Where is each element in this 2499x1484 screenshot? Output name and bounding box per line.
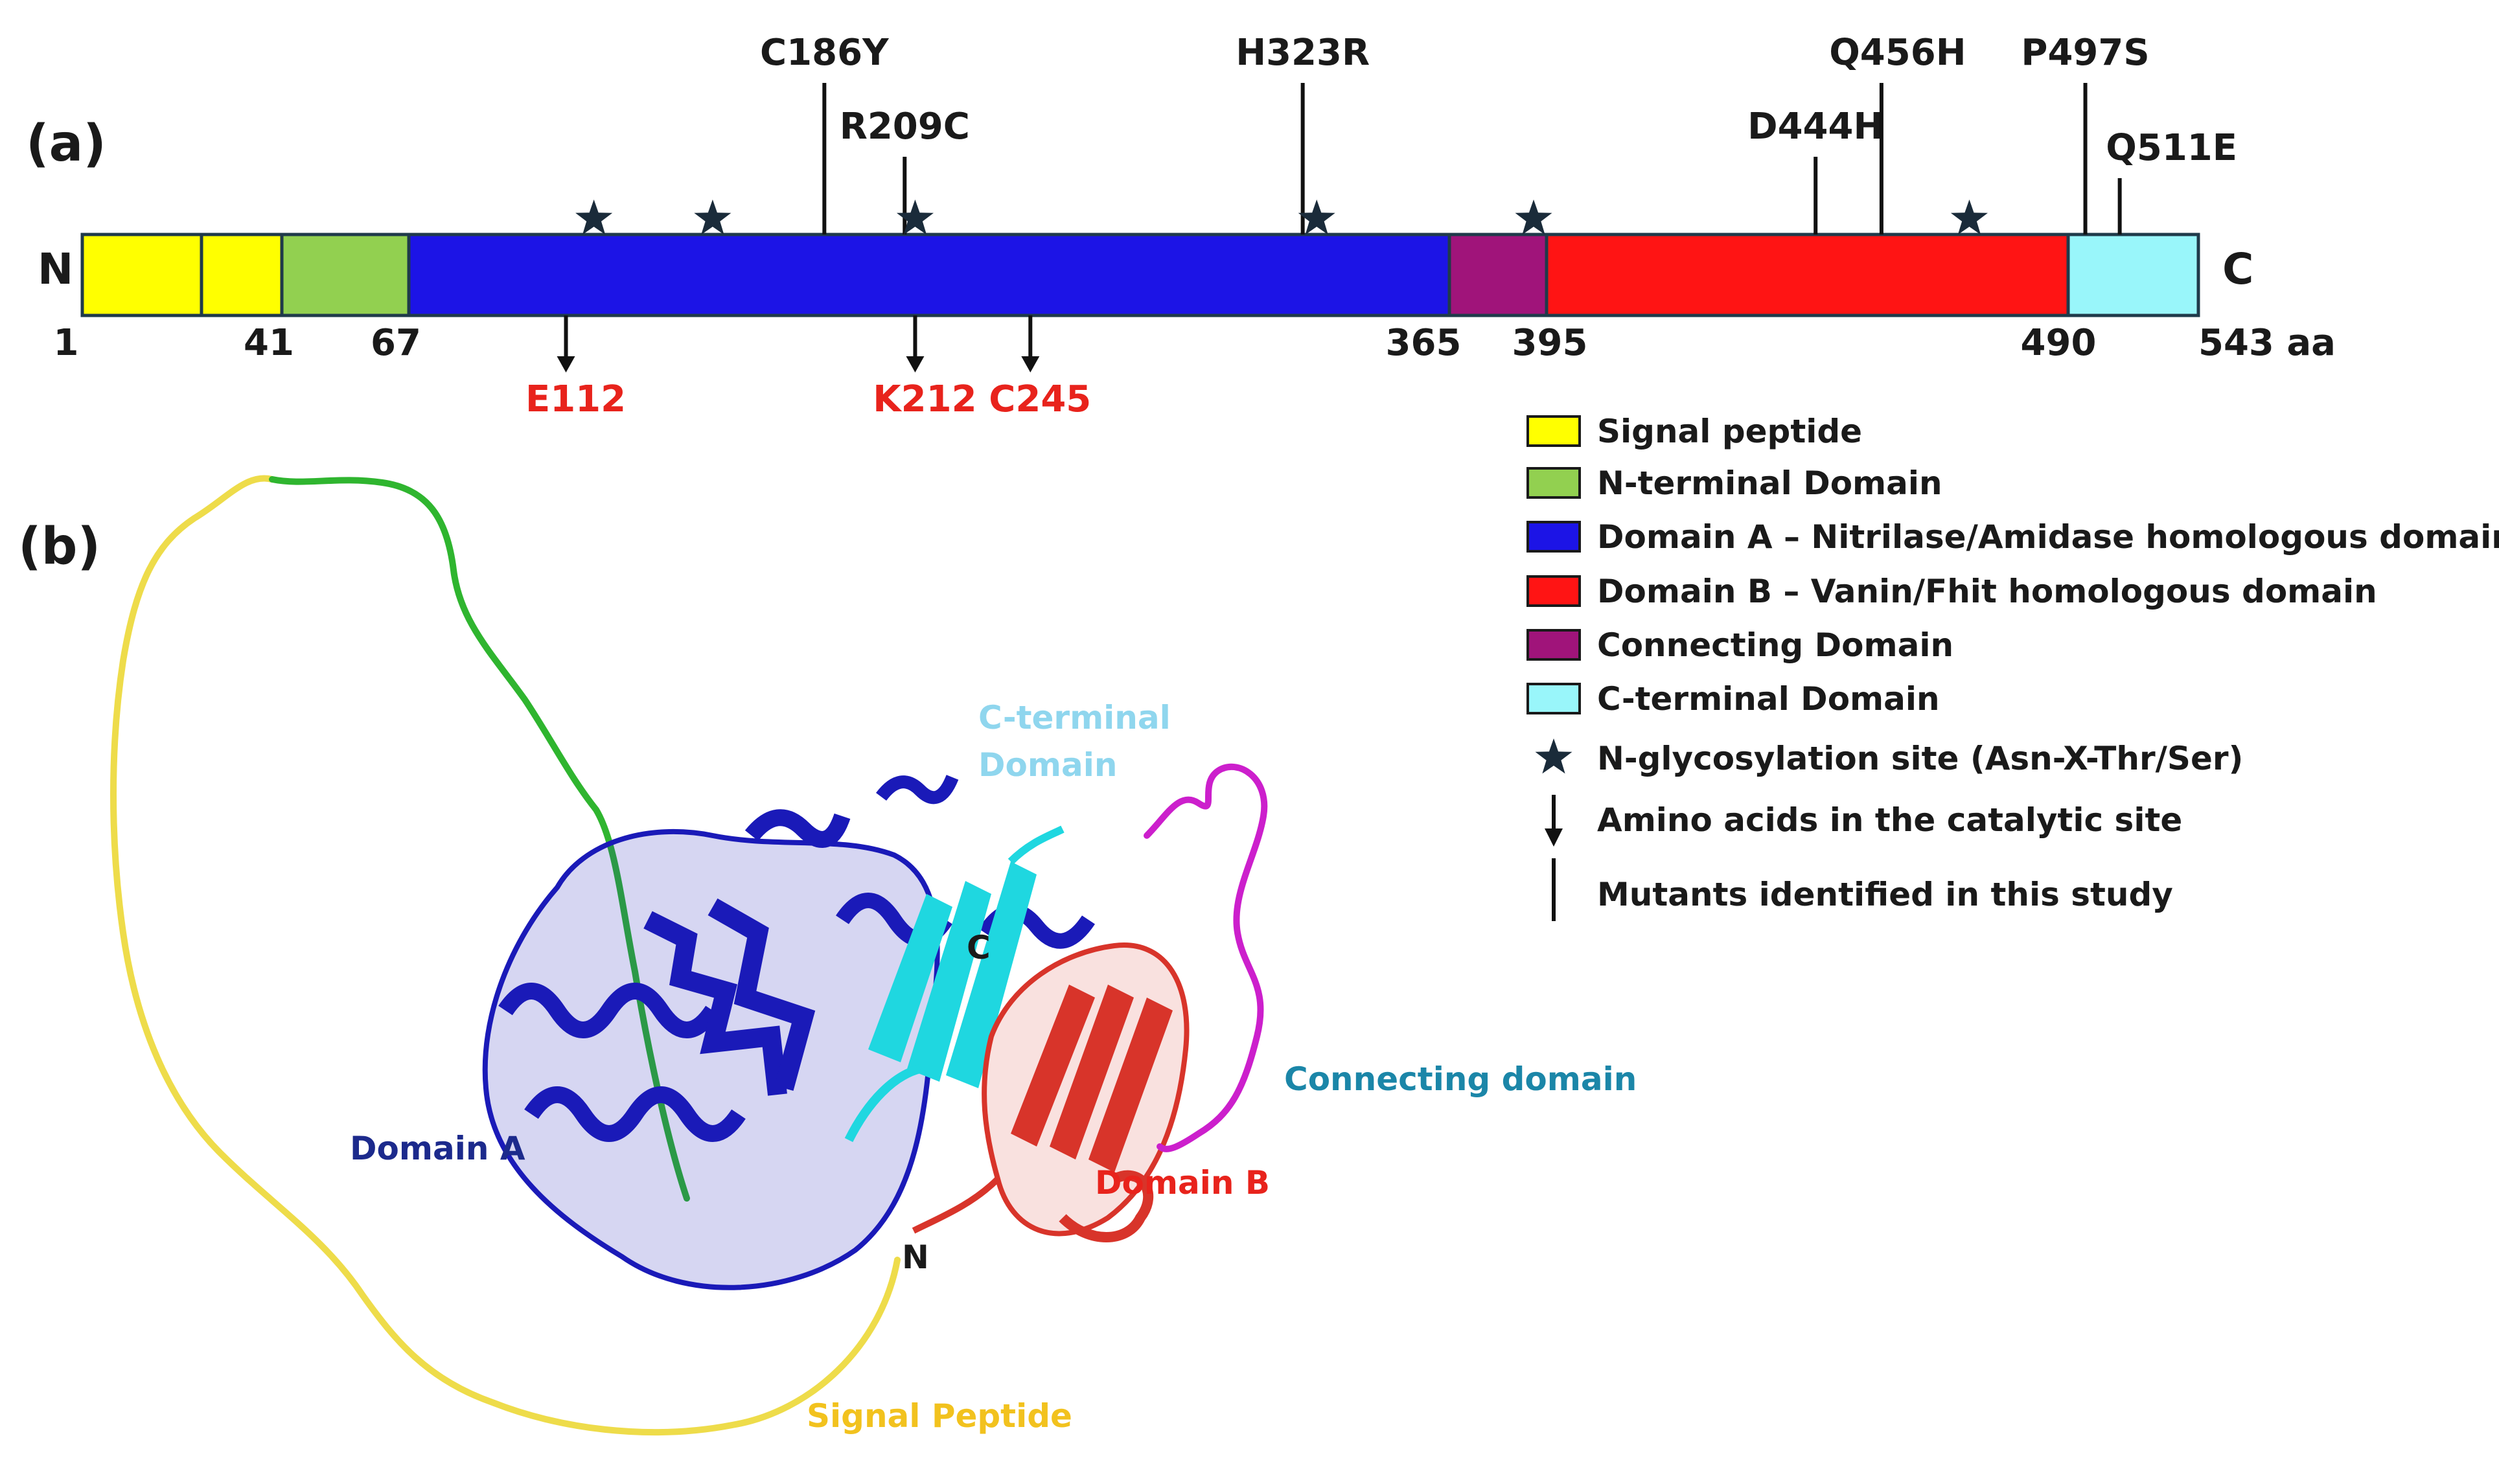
n-terminus-label: N bbox=[38, 244, 73, 294]
catalytic-site-label: C245 bbox=[989, 378, 1091, 420]
glycosylation-markers bbox=[575, 200, 1988, 235]
glycosylation-star bbox=[1515, 200, 1552, 235]
position-label: 490 bbox=[2021, 322, 2097, 364]
domain-segment bbox=[2066, 233, 2200, 317]
domain-segment bbox=[80, 233, 284, 317]
mutant-label: C186Y bbox=[760, 32, 890, 74]
connecting-domain-ribbon bbox=[1144, 763, 1268, 1152]
position-label: 395 bbox=[1512, 322, 1588, 364]
domain-bar bbox=[80, 233, 2200, 317]
panel-b-structure: (b) bbox=[18, 475, 1637, 1436]
legend-label: Connecting Domain bbox=[1597, 626, 1953, 664]
legend-label: Amino acids in the catalytic site bbox=[1597, 801, 2182, 839]
position-label: 1 bbox=[54, 322, 79, 364]
legend-label: Domain B – Vanin/Fhit homologous domain bbox=[1597, 573, 2377, 610]
connecting-domain-label: Connecting domain bbox=[1284, 1060, 1637, 1098]
c-terminal-domain-label-line1: C-terminal bbox=[978, 699, 1171, 736]
legend-swatch bbox=[1526, 415, 1581, 447]
glycosylation-star bbox=[694, 200, 731, 235]
position-label: 543 aa bbox=[2198, 322, 2336, 364]
mutant-markers: C186Y R209C H323R D444H Q456H P497S Q511E bbox=[760, 32, 2237, 234]
catalytic-site-label: E112 bbox=[525, 378, 626, 420]
domain-a-structure bbox=[482, 775, 1095, 1290]
c-terminus-label: C bbox=[2222, 244, 2253, 294]
domain-segment bbox=[1447, 233, 1549, 317]
catalytic-arrow-head bbox=[1021, 356, 1040, 372]
catalytic-arrow-head bbox=[906, 356, 925, 372]
structure-n-terminus-label: N bbox=[902, 1239, 929, 1276]
legend-arrow-head bbox=[1545, 828, 1563, 847]
legend-swatch bbox=[1526, 683, 1581, 714]
legend-label: C-terminal Domain bbox=[1597, 680, 1940, 718]
legend-swatch bbox=[1526, 575, 1581, 607]
mutant-label: R209C bbox=[840, 106, 970, 148]
c-terminal-domain-structure bbox=[844, 825, 1065, 1143]
glycosylation-star bbox=[896, 200, 934, 235]
legend-label: N-glycosylation site (Asn-X-Thr/Ser) bbox=[1597, 740, 2243, 777]
panel-a-label: (a) bbox=[26, 115, 106, 173]
glycosylation-star bbox=[1950, 200, 1988, 235]
mutant-label: D444H bbox=[1747, 106, 1883, 148]
panel-b-label: (b) bbox=[18, 518, 100, 576]
domain-segment bbox=[280, 233, 411, 317]
mutant-label: P497S bbox=[2021, 32, 2149, 74]
legend-star-icon bbox=[1535, 738, 1572, 774]
signal-peptide-label: Signal Peptide bbox=[807, 1397, 1072, 1435]
panel-a-domain-map: (a) N C 1 41 67 365 395 490 543 aa C186Y R209C H… bbox=[26, 32, 2336, 420]
c-terminal-domain-label-line2: Domain bbox=[978, 746, 1117, 784]
catalytic-site-markers: E112 K212 C245 bbox=[525, 315, 1091, 420]
domain-b-structure bbox=[912, 942, 1190, 1242]
position-labels: 1 41 67 365 395 490 543 aa bbox=[54, 322, 2336, 364]
catalytic-site-label: K212 bbox=[873, 378, 976, 420]
legend-swatch bbox=[1526, 521, 1581, 553]
legend-label: Mutants identified in this study bbox=[1597, 876, 2173, 913]
signal-peptide-ribbon bbox=[110, 475, 901, 1436]
position-label: 365 bbox=[1386, 322, 1462, 364]
mutant-label: Q511E bbox=[2106, 127, 2237, 169]
domain-segment bbox=[1545, 233, 2070, 317]
position-label: 67 bbox=[371, 322, 421, 364]
domain-segment bbox=[407, 233, 1451, 317]
glycosylation-star bbox=[1298, 200, 1335, 235]
legend-label: Signal peptide bbox=[1597, 413, 1862, 450]
mutant-label: H323R bbox=[1236, 32, 1370, 74]
domain-b-label: Domain B bbox=[1095, 1164, 1270, 1202]
position-label: 41 bbox=[244, 322, 294, 364]
legend-swatch bbox=[1526, 467, 1581, 499]
legend-swatch bbox=[1526, 629, 1581, 661]
structure-c-terminus-label: C bbox=[967, 929, 991, 966]
glycosylation-star bbox=[575, 200, 613, 235]
legend-label: Domain A – Nitrilase/Amidase homologous … bbox=[1597, 518, 2499, 556]
mutant-label: Q456H bbox=[1829, 32, 1966, 74]
catalytic-arrow-head bbox=[557, 356, 575, 372]
domain-a-label: Domain A bbox=[350, 1130, 525, 1167]
legend-label: N-terminal Domain bbox=[1597, 464, 1942, 502]
